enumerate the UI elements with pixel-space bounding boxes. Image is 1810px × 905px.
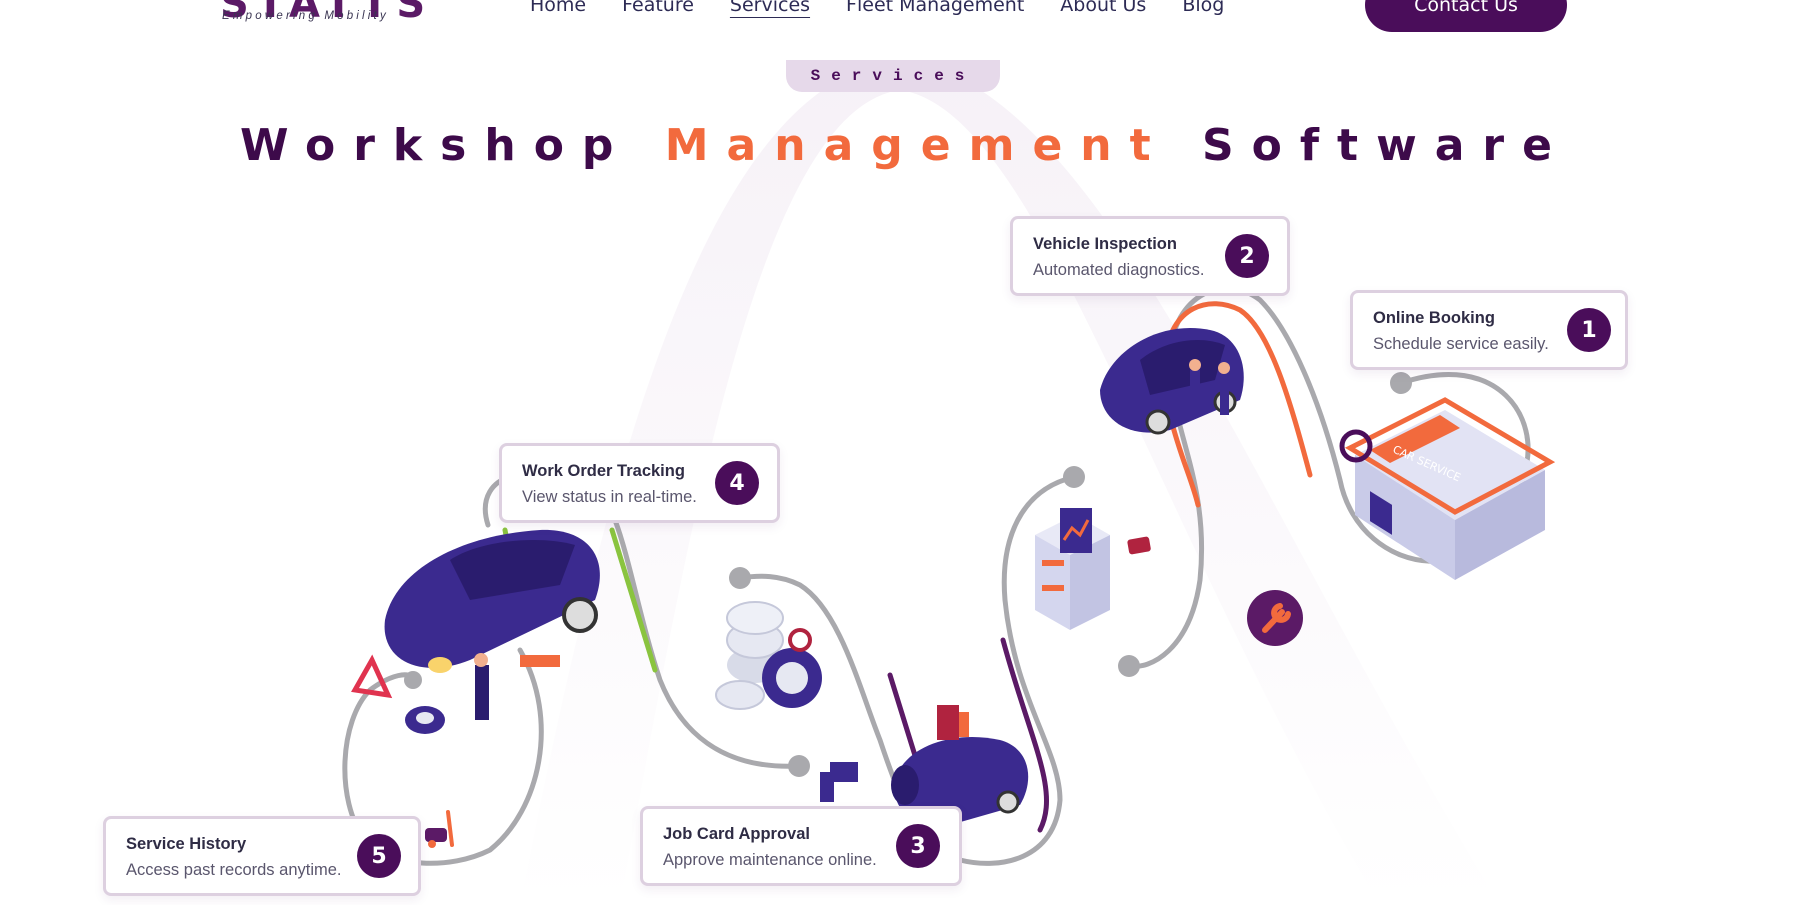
job-card-car	[820, 705, 1029, 826]
nav-services[interactable]: Services	[729, 0, 811, 16]
step-card-online-booking: Online Booking Schedule service easily. …	[1350, 290, 1628, 370]
inspection-car	[1100, 328, 1244, 435]
step-number-badge: 3	[896, 824, 940, 868]
contact-us-button[interactable]: Contact Us	[1365, 0, 1567, 32]
step-description: Automated diagnostics.	[1033, 261, 1205, 279]
site-logo[interactable]: STATTS Empowering Mobility	[220, 0, 433, 24]
step-card-vehicle-inspection: Vehicle Inspection Automated diagnostics…	[1010, 216, 1290, 296]
nav-blog[interactable]: Blog	[1182, 0, 1225, 16]
step-title: Job Card Approval	[663, 825, 810, 843]
logo-wordmark: STATTS	[220, 0, 434, 27]
title-part-management: Management	[664, 120, 1169, 171]
diagnostic-machine	[1035, 508, 1151, 630]
step-title: Vehicle Inspection	[1033, 235, 1177, 253]
road-node	[1063, 466, 1085, 488]
step-number-badge: 5	[357, 834, 401, 878]
step-description: Access past records anytime.	[126, 861, 342, 879]
step-number-badge: 1	[1567, 308, 1611, 352]
road-node	[729, 567, 751, 589]
step-title: Work Order Tracking	[522, 462, 685, 480]
nav-fleet-management[interactable]: Fleet Management	[846, 0, 1025, 16]
tire-stack	[715, 601, 822, 710]
road-node	[788, 755, 810, 777]
car-service-shop: CAR SERVICE	[1339, 397, 1556, 580]
service-history-car-icon	[425, 810, 454, 848]
nav-about-us[interactable]: About Us	[1060, 0, 1147, 16]
road-node	[1390, 372, 1412, 394]
step-title: Online Booking	[1373, 309, 1495, 327]
step-description: Schedule service easily.	[1373, 335, 1549, 353]
step-card-work-order-tracking: Work Order Tracking View status in real-…	[499, 443, 780, 523]
step-title: Service History	[126, 835, 247, 853]
title-part-software: Software	[1201, 120, 1570, 171]
step-number-badge: 4	[715, 461, 759, 505]
logo-tagline: Empowering Mobility	[222, 10, 389, 22]
step-description: View status in real-time.	[522, 488, 697, 506]
road-node	[404, 671, 422, 689]
main-nav: Home Feature Services Fleet Management A…	[530, 0, 1260, 16]
step-number-badge: 2	[1225, 234, 1269, 278]
section-title: Workshop Management Software	[0, 120, 1810, 171]
nav-home[interactable]: Home	[530, 0, 587, 16]
step-card-service-history: Service History Access past records anyt…	[103, 816, 421, 896]
road-node	[1118, 655, 1140, 677]
section-pill: Services	[786, 60, 1000, 92]
wrench-badge-icon	[1247, 590, 1303, 646]
nav-feature[interactable]: Feature	[622, 0, 694, 16]
step-card-job-card-approval: Job Card Approval Approve maintenance on…	[640, 806, 962, 886]
step-description: Approve maintenance online.	[663, 851, 877, 869]
title-part-workshop: Workshop	[240, 120, 632, 171]
work-order-car	[351, 529, 600, 734]
